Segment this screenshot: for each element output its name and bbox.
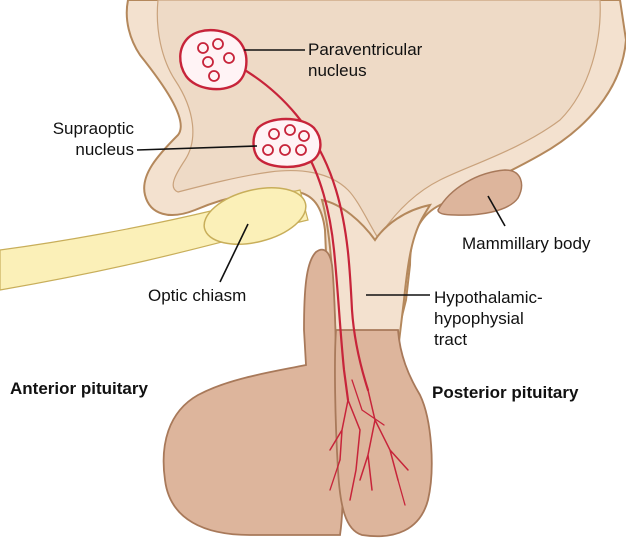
optic-chiasm-label: Optic chiasm <box>148 285 246 306</box>
mammillary-label-text: Mammillary body <box>462 234 590 253</box>
hypothalamic-hypophysial-tract-label: Hypothalamic- hypophysial tract <box>434 287 543 350</box>
posterior-pituitary-label-text: Posterior pituitary <box>432 383 578 402</box>
anterior-pituitary-label-text: Anterior pituitary <box>10 379 148 398</box>
supraoptic-nucleus-shape <box>254 119 321 167</box>
tract-label-line-2: hypophysial <box>434 308 543 329</box>
supraoptic-nucleus-label: Supraoptic nucleus <box>30 118 134 160</box>
paraventricular-nucleus-shape <box>180 30 246 89</box>
supraoptic-label-line-2: nucleus <box>30 139 134 160</box>
posterior-pituitary-shape <box>335 330 432 536</box>
tract-label-line-3: tract <box>434 329 543 350</box>
posterior-pituitary-label: Posterior pituitary <box>432 382 578 403</box>
supraoptic-label-line-1: Supraoptic <box>30 118 134 139</box>
paraventricular-nucleus-label: Paraventricular nucleus <box>308 39 422 81</box>
mammillary-body-label: Mammillary body <box>462 233 590 254</box>
optic-chiasm-label-text: Optic chiasm <box>148 286 246 305</box>
tract-label-line-1: Hypothalamic- <box>434 287 543 308</box>
paraventricular-label-line-2: nucleus <box>308 60 422 81</box>
anterior-pituitary-label: Anterior pituitary <box>10 378 148 399</box>
paraventricular-label-line-1: Paraventricular <box>308 39 422 60</box>
